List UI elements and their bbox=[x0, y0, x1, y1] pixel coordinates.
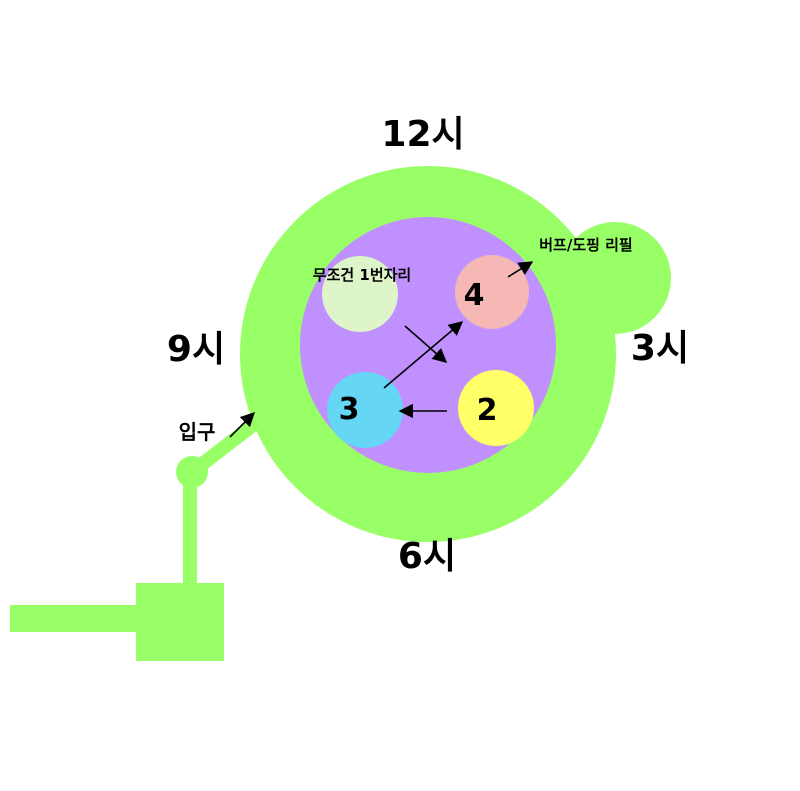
zone-2-circle bbox=[458, 370, 534, 446]
corridor-room bbox=[136, 583, 224, 661]
zone-2-number: 2 bbox=[477, 393, 498, 428]
corridor-vertical bbox=[183, 470, 197, 590]
entrance-junction bbox=[176, 456, 208, 488]
entrance-label: 입구 bbox=[179, 420, 216, 444]
arrow-3-to-4 bbox=[383, 321, 464, 389]
zone-4-circle bbox=[455, 255, 529, 329]
zone-3-circle bbox=[327, 372, 403, 448]
zone-1-circle bbox=[322, 256, 398, 332]
arrow-entrance bbox=[229, 411, 256, 438]
clock-label-3: 3시 bbox=[631, 328, 689, 369]
arrow-1-to-center bbox=[404, 325, 448, 363]
buff-refill-label: 버프/도핑 리필 bbox=[539, 236, 633, 254]
clock-label-12: 12시 bbox=[381, 114, 464, 155]
clock-label-9: 9시 bbox=[167, 329, 225, 370]
zone-3-number: 3 bbox=[339, 392, 360, 427]
zone-4-number: 4 bbox=[464, 278, 485, 313]
clock-label-6: 6시 bbox=[398, 536, 456, 577]
arrow-4-to-buff bbox=[507, 261, 534, 278]
zone-1-label: 무조건 1번자리 bbox=[313, 266, 411, 284]
corridor-west-bar bbox=[10, 605, 150, 632]
